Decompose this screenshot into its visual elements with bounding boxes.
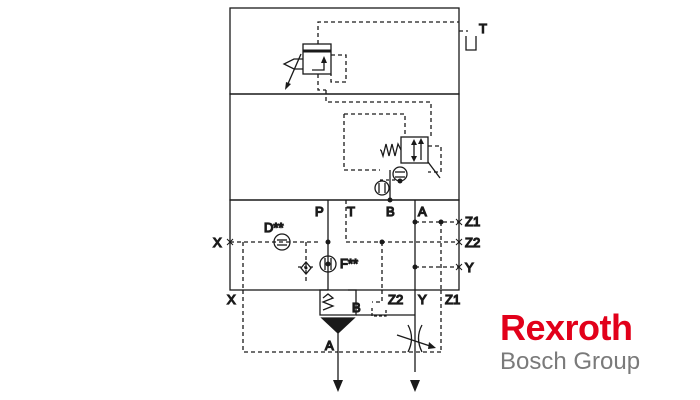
brand-name: Rexroth [500,307,633,348]
port-z2-right: Z2 [465,235,480,250]
port-a: A [418,204,427,219]
port-y-right: Y [465,260,474,275]
port-b: B [386,204,395,219]
port-p: P [315,204,324,219]
main-valve-block [229,93,460,201]
check-valve-symbol [300,260,312,276]
port-b-bottom: B [352,300,361,315]
orifice-d-label: D** [264,220,284,235]
port-z1-bottom: Z1 [445,292,460,307]
port-z2-bottom: Z2 [388,292,403,307]
orifice-pair [374,166,408,196]
filter-f-label: F** [340,256,358,271]
tank-drain-symbol [459,30,477,51]
junction-dots [325,178,444,270]
cartridge-poppet [242,289,415,392]
port-t: T [347,204,355,219]
port-connection-marks [226,218,463,271]
throttle-valve [338,290,442,392]
base-block [229,199,460,291]
pilot-valve-block [229,7,460,95]
port-a-bottom: A [325,338,334,353]
port-y-bottom: Y [418,292,427,307]
internal-lines [230,170,459,290]
brand-subtitle: Bosch Group [500,348,641,375]
port-x-bottom: X [227,292,236,307]
d-orifice [273,233,291,251]
f-filter [319,255,337,273]
main-stage-valve [325,90,442,179]
pilot-relief-valve [282,21,459,91]
port-t-top: T [479,21,487,36]
brand-logo: Rexroth Bosch Group [500,310,670,376]
port-x-left: X [213,235,222,250]
port-z1-right: Z1 [465,214,480,229]
